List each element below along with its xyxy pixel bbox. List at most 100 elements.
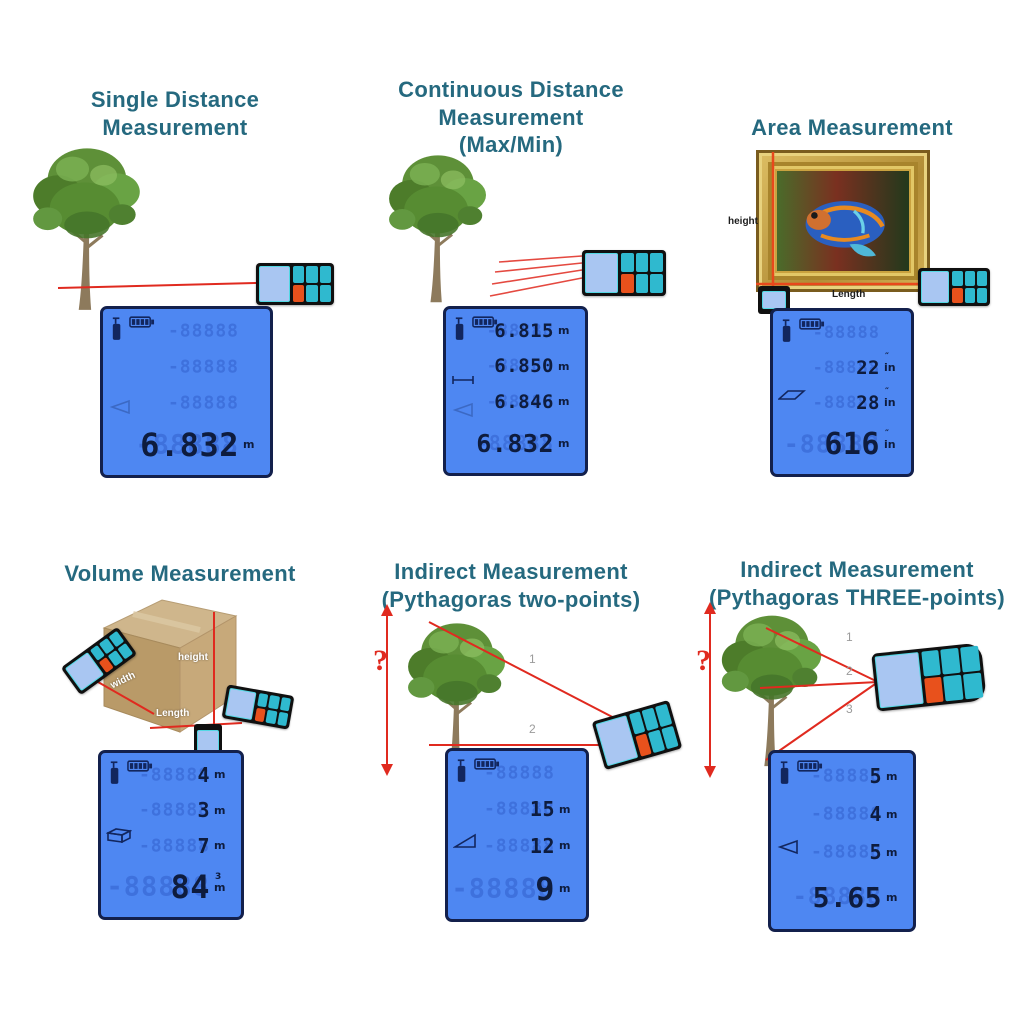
section-pythagoras-two-points: Indirect Measurement (Pythagoras two-poi… — [341, 540, 683, 1020]
device-keypad — [952, 271, 987, 303]
lcd-value: 3 — [197, 798, 210, 823]
section-single-distance: Single Distance Measurement -88888 -8888… — [0, 70, 341, 520]
title-line: Indirect Measurement — [740, 557, 974, 582]
laser-meter-device — [871, 642, 987, 712]
lcd-unit: m — [558, 359, 570, 373]
fish-picture — [777, 171, 909, 271]
battery-icon — [474, 758, 500, 770]
lcd-value: 15 — [529, 797, 555, 822]
picture-frame — [756, 150, 930, 292]
laser-meter-device-small — [758, 286, 790, 314]
title-line: Measurement — [102, 114, 248, 140]
lcd-ghost-digits: -88888 — [451, 873, 555, 904]
lcd-row: -88888 — [133, 313, 263, 349]
title-line: (Pythagoras THREE-points) — [709, 584, 1005, 610]
lcd-ghost-digits: -88888 — [486, 356, 554, 377]
tree-image — [369, 146, 507, 306]
lcd-status-icons — [455, 758, 500, 785]
title-line: Volume Measurement — [64, 561, 296, 586]
lcd-unit: m — [559, 802, 571, 816]
lcd-main-value: 5.65 — [812, 880, 882, 914]
lcd-ghost-digits: -88888 — [810, 841, 882, 863]
laser-meter-device — [582, 250, 666, 296]
lcd-unit: ″in — [884, 352, 896, 375]
area-parallelogram-icon — [778, 390, 806, 401]
volume-box-icon — [106, 827, 132, 843]
tree-image — [8, 138, 166, 314]
lcd-main-value: 6.832 — [476, 428, 554, 458]
unknown-height-label: ? — [373, 644, 388, 677]
line3-label: 3 — [846, 702, 853, 716]
lcd-ghost-digits: -88888 — [138, 799, 210, 821]
title-line: Single Distance — [90, 87, 260, 112]
device-keypad — [628, 703, 679, 757]
lcd-ghost-digits: -88888 — [135, 429, 239, 461]
laser-meter-device — [591, 699, 683, 771]
laser-line-1 — [498, 255, 583, 263]
lcd-row: -88888 — [133, 385, 263, 421]
lcd-unit: ″in — [884, 428, 896, 451]
line2-label: 2 — [846, 664, 853, 678]
lcd-main-value: 616 — [824, 426, 880, 462]
lcd-ghost-digits: -88888 — [812, 357, 880, 378]
device-keypad — [920, 645, 984, 704]
lcd-main-value: 6.832 — [140, 425, 239, 464]
lcd-row: -88888 — [478, 755, 579, 791]
lcd-unit: m — [558, 395, 570, 409]
lcd-main-value: 9 — [535, 869, 555, 908]
laser-meter-device — [256, 263, 334, 305]
laser-device-icon — [110, 761, 119, 784]
lcd-ghost-digits: -88888 — [486, 320, 554, 341]
lcd-unit: m — [886, 807, 898, 821]
lcd-ghost-digits: -88888 — [792, 884, 882, 911]
laser-device-icon — [112, 317, 121, 340]
device-keypad — [292, 266, 331, 302]
lcd-main-value: 84 — [170, 868, 210, 907]
lcd-value: 6.815 — [494, 319, 554, 342]
section-title: Indirect Measurement (Pythagoras two-poi… — [361, 558, 661, 613]
title-line: (Max/Min) — [458, 132, 564, 157]
device-screen — [921, 271, 950, 303]
lcd-ghost-digits: -88888 — [483, 835, 555, 857]
picture-frame-inner — [768, 162, 918, 280]
triangle-icon — [109, 399, 130, 414]
tree-image — [710, 606, 834, 770]
section-title: Continuous Distance Measurement (Max/Min… — [361, 76, 661, 159]
lcd-ghost-digits: -88888 — [810, 765, 882, 787]
height-label: height — [728, 216, 758, 227]
lcd-row: -88888 — [803, 315, 904, 350]
lcd-status-icons — [110, 316, 155, 343]
lcd-unit: m — [214, 768, 226, 782]
title-line: (Pythagoras two-points) — [381, 586, 641, 612]
lcd-value: 12 — [529, 833, 555, 858]
lcd-unit: ″in — [884, 387, 896, 410]
lcd-status-icons — [453, 316, 498, 343]
lcd-status-icons — [778, 760, 823, 787]
lcd-ghost-digits: -88888 — [106, 871, 210, 903]
length-label: Length — [832, 289, 866, 300]
lcd-status-icons — [108, 760, 153, 787]
lcd-value: 5 — [869, 764, 882, 789]
lcd-ghost-digits: -88888 — [167, 392, 239, 414]
laser-device-icon — [780, 761, 789, 784]
laser-device-icon — [457, 759, 466, 782]
lcd-value: 7 — [197, 833, 210, 858]
